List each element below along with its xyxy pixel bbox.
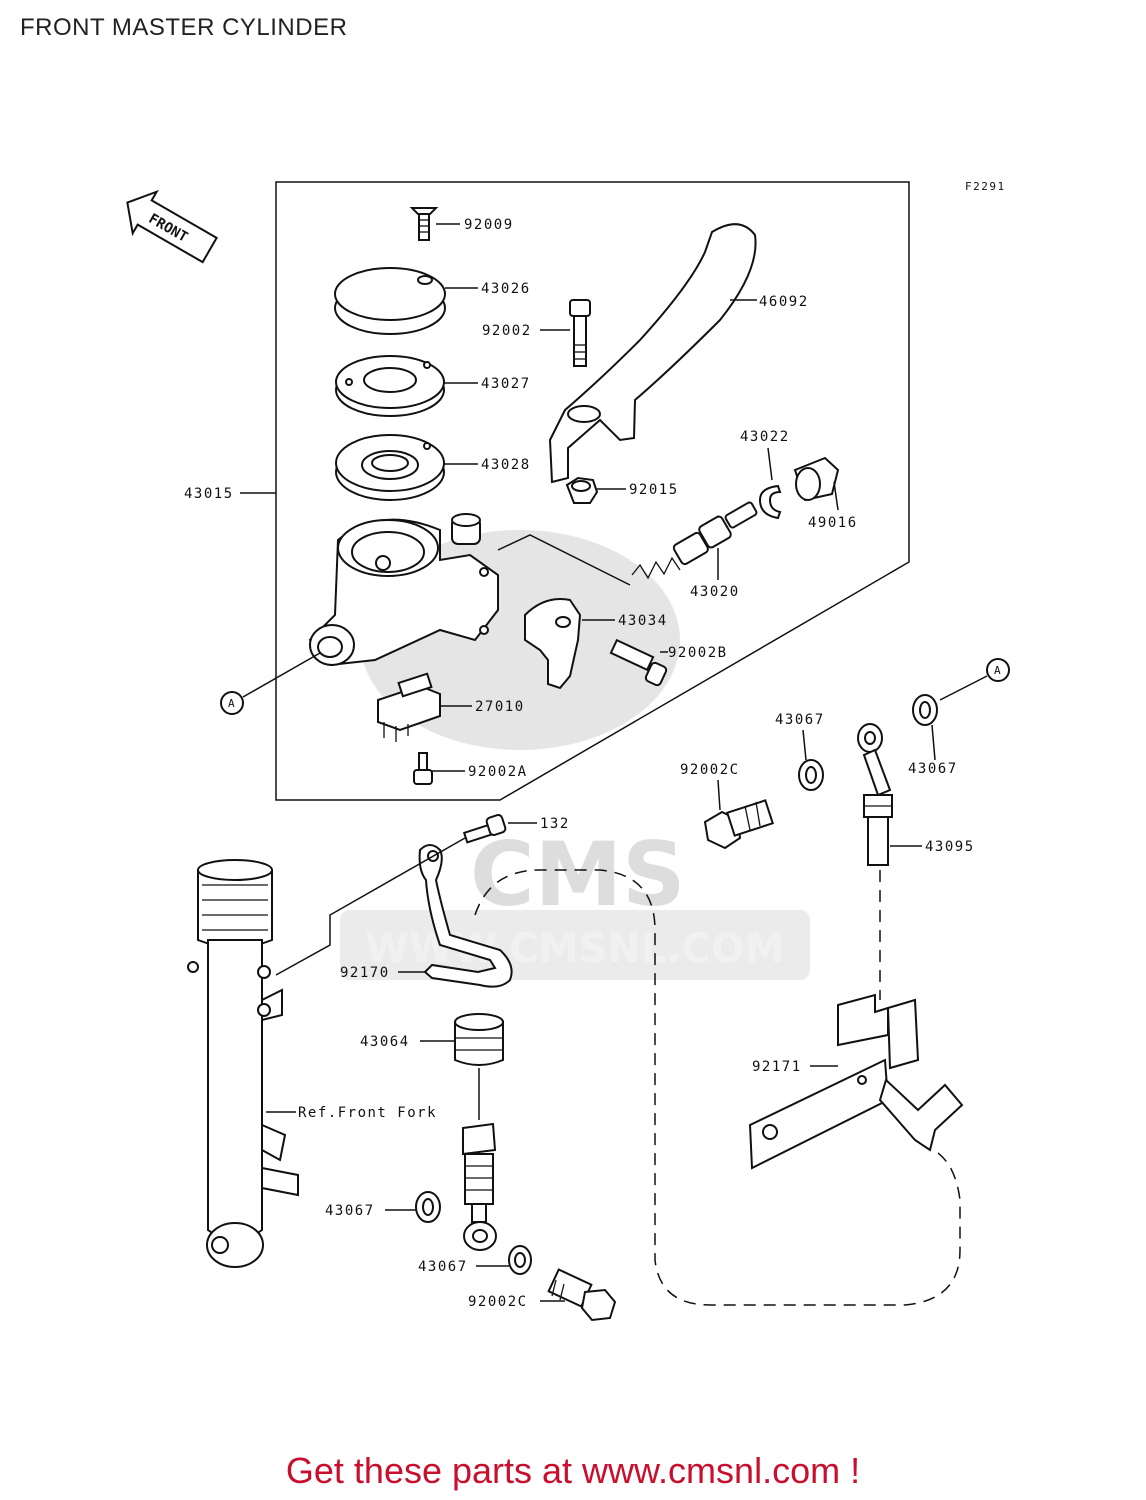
cap-43026 (334, 267, 446, 335)
front-arrow-icon: FRONT (126, 189, 219, 264)
label-43034: 43034 (618, 613, 668, 629)
label-92002C-top: 92002C (680, 762, 740, 778)
label-43015: 43015 (184, 486, 234, 502)
plate-43027 (335, 355, 445, 417)
screw-92002A (413, 752, 433, 785)
ref-a-right-label: A (994, 664, 1002, 677)
bracket-92171 (748, 993, 964, 1170)
ref-a-left: A (220, 691, 244, 715)
parts-diagram: CMS WWW.CMSNL.COM F2291 FRONT 92009 4302… (126, 180, 1010, 1322)
switch-27010 (377, 672, 441, 742)
banjo-bolt-92002C-top (703, 799, 774, 850)
clamp-43034 (524, 598, 582, 690)
label-132: 132 (540, 816, 570, 832)
label-43064: 43064 (360, 1034, 410, 1050)
washer-43067-right (912, 694, 938, 726)
washer-43067-top (798, 759, 824, 791)
label-43026: 43026 (481, 281, 531, 297)
page-title: FRONT MASTER CYLINDER (20, 14, 348, 41)
label-43020: 43020 (690, 584, 740, 600)
washer-43067-left (415, 1191, 441, 1223)
label-92009: 92009 (464, 217, 514, 233)
brake-hose-lower (462, 1122, 497, 1251)
label-92015: 92015 (629, 482, 679, 498)
label-43095: 43095 (925, 839, 975, 855)
label-43067-right: 43067 (908, 761, 958, 777)
label-ref-front-fork: Ref.Front Fork (298, 1105, 437, 1121)
label-92171: 92171 (752, 1059, 802, 1075)
figure-code: F2291 (965, 180, 1006, 193)
label-92002C-bottom: 92002C (468, 1294, 528, 1310)
ref-a-right: A (986, 658, 1010, 682)
label-43067-bottom: 43067 (418, 1259, 468, 1275)
label-43067-top: 43067 (775, 712, 825, 728)
assembly-boundary (275, 181, 910, 801)
boot-49016 (793, 456, 840, 502)
banjo-bolt-92002C-bottom (547, 1268, 617, 1322)
washer-43067-bottom (508, 1245, 532, 1275)
circlip-43022 (758, 484, 782, 520)
brake-hose-upper-43095 (857, 723, 893, 866)
watermark-url: WWW.CMSNL.COM (365, 926, 785, 972)
screw-92009 (409, 207, 439, 241)
nut-92015 (565, 476, 599, 504)
label-92002B: 92002B (668, 645, 728, 661)
watermark-brand: CMS (470, 823, 686, 926)
label-92002A: 92002A (468, 764, 528, 780)
label-49016: 49016 (808, 515, 858, 531)
diaphragm-43028 (335, 434, 445, 501)
front-fork (187, 859, 299, 1268)
lever-46092 (548, 223, 757, 484)
bolt-92002B (609, 638, 668, 687)
pivot-bolt-92002 (569, 299, 591, 367)
master-cylinder-body-43015 (308, 513, 499, 667)
ref-a-left-label: A (228, 697, 236, 710)
label-92002: 92002 (482, 323, 532, 339)
piston-assembly-43020 (631, 501, 758, 580)
label-43027: 43027 (481, 376, 531, 392)
label-43067-left: 43067 (325, 1203, 375, 1219)
hose-route (474, 869, 961, 1306)
bolt-132 (462, 814, 507, 844)
label-27010: 27010 (475, 699, 525, 715)
label-92170: 92170 (340, 965, 390, 981)
label-43028: 43028 (481, 457, 531, 473)
grommet-43064 (454, 1013, 504, 1066)
label-46092: 46092 (759, 294, 809, 310)
label-43022: 43022 (740, 429, 790, 445)
footer-cta[interactable]: Get these parts at www.cmsnl.com ! (285, 1450, 861, 1491)
